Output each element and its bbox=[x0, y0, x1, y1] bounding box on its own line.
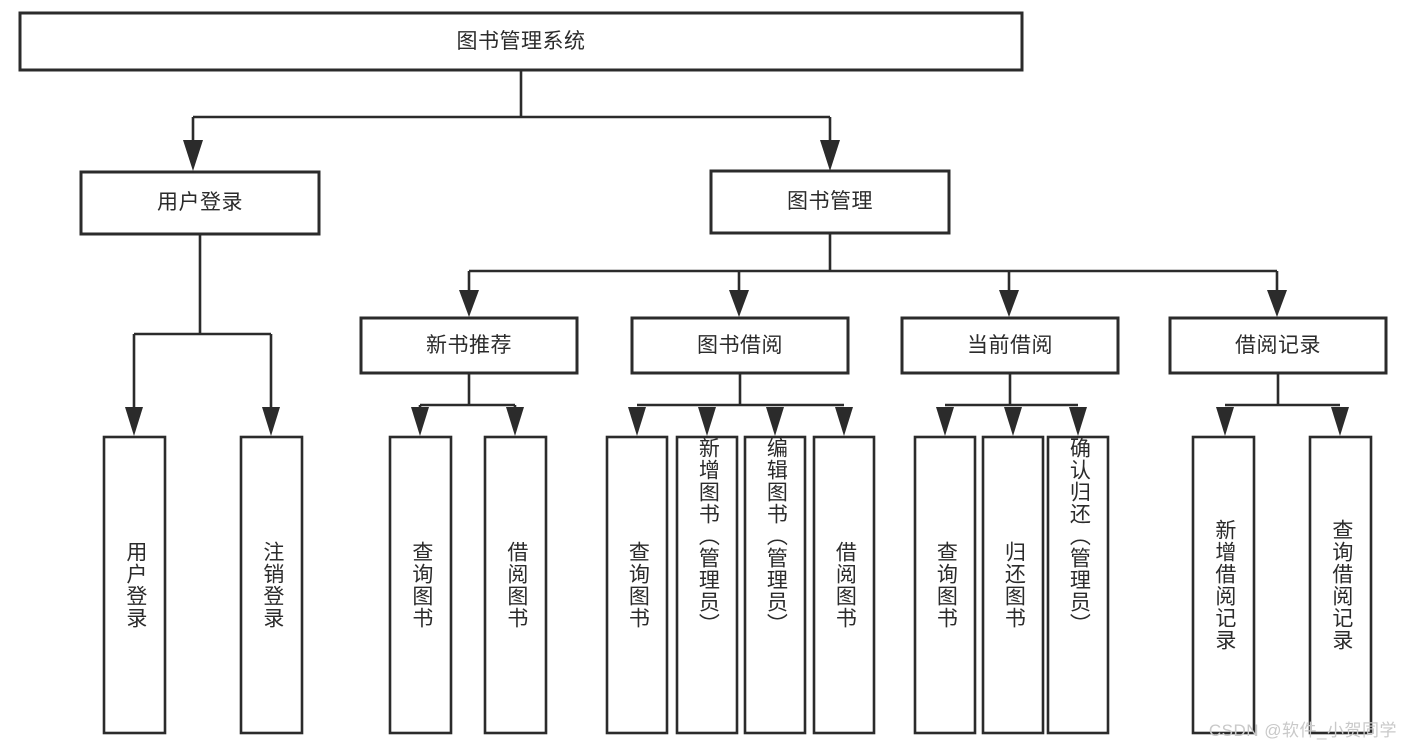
leaf-box-borrow-2[interactable] bbox=[675, 435, 739, 735]
leaf-box-record-1[interactable] bbox=[1191, 435, 1256, 735]
leaf-box-user-login-2[interactable] bbox=[239, 435, 304, 735]
leaf-box-user-login-1[interactable] bbox=[102, 435, 167, 735]
arrowhead-borrow-leaf-2 bbox=[698, 407, 716, 436]
arrowhead-borrow-leaf-1 bbox=[628, 407, 646, 436]
arrowhead-current-leaf-2 bbox=[1004, 407, 1022, 436]
leaf-box-borrow-1[interactable] bbox=[605, 435, 669, 735]
arrowhead-record-leaf-2 bbox=[1331, 407, 1349, 436]
arrowhead-bookmgmt-g1 bbox=[459, 290, 479, 317]
arrowhead-bookmgmt-g3 bbox=[999, 290, 1019, 317]
node-book-borrow-box[interactable] bbox=[630, 316, 850, 375]
arrowhead-borrow-leaf-3 bbox=[766, 407, 784, 436]
leaf-box-recommend-1[interactable] bbox=[388, 435, 453, 735]
leaf-box-current-2[interactable] bbox=[981, 435, 1045, 735]
leaf-box-record-2[interactable] bbox=[1308, 435, 1373, 735]
arrowhead-recommend-leaf-1 bbox=[411, 407, 429, 436]
leaf-box-current-3[interactable] bbox=[1046, 435, 1110, 735]
arrowhead-login-leaf-1 bbox=[125, 407, 143, 436]
node-root-box[interactable] bbox=[18, 11, 1024, 72]
arrowhead-current-leaf-3 bbox=[1069, 407, 1087, 436]
leaf-box-borrow-3[interactable] bbox=[743, 435, 807, 735]
node-book-management-box[interactable] bbox=[709, 169, 951, 235]
arrowhead-root-to-bookmgmt bbox=[820, 140, 840, 171]
arrowhead-borrow-leaf-4 bbox=[835, 407, 853, 436]
arrowhead-record-leaf-1 bbox=[1216, 407, 1234, 436]
arrowhead-bookmgmt-g2 bbox=[729, 290, 749, 317]
leaf-box-current-1[interactable] bbox=[913, 435, 977, 735]
arrowhead-recommend-leaf-2 bbox=[506, 407, 524, 436]
leaf-box-recommend-2[interactable] bbox=[483, 435, 548, 735]
arrowhead-login-leaf-2 bbox=[262, 407, 280, 436]
arrowhead-root-to-login bbox=[183, 140, 203, 171]
leaf-box-borrow-4[interactable] bbox=[812, 435, 876, 735]
node-borrow-record-box[interactable] bbox=[1168, 316, 1388, 375]
arrowhead-current-leaf-1 bbox=[936, 407, 954, 436]
node-current-borrow-box[interactable] bbox=[900, 316, 1120, 375]
node-new-book-recommend-box[interactable] bbox=[359, 316, 579, 375]
arrowhead-bookmgmt-g4 bbox=[1267, 290, 1287, 317]
node-user-login-box[interactable] bbox=[79, 170, 321, 236]
